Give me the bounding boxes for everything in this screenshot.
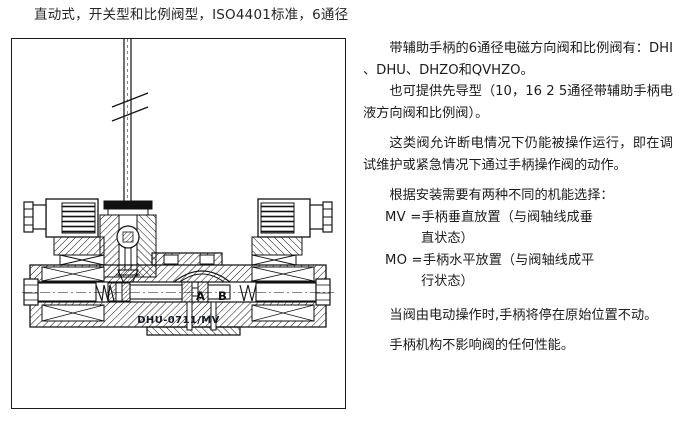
figure-caption: DHU-0711/MV <box>137 315 220 326</box>
paragraph-4: 根据安装需要有两种不同的机能选择： <box>389 188 614 203</box>
right-spring-endcap <box>239 278 331 306</box>
definition-term-mo: MO = <box>385 252 423 268</box>
definition-row-mo: MO = 手柄水平放置（与阀轴线成平 <box>363 250 673 272</box>
paragraph-spacer <box>363 293 673 305</box>
port-label-a: A <box>196 289 205 303</box>
center-arch <box>173 270 231 283</box>
paragraph-2: 也可提供先导型（10，16 2 5通径带辅助手柄电液方向阀和比例阀）。 <box>363 84 673 121</box>
left-lower-chamber <box>41 304 105 322</box>
left-armature-assembly <box>53 236 105 266</box>
mode-definition-list: MV = 手柄垂直放置（与阀轴线成垂 直状态） MO = 手柄水平放置（与阀轴线… <box>363 207 673 293</box>
figure-drawing-area: A B DHU-0711/MV <box>12 39 345 408</box>
handle-lever <box>111 39 149 204</box>
definition-cont-mv: 直状态） <box>421 231 474 246</box>
valve-cross-section-svg <box>22 39 334 336</box>
definition-body-mo: 手柄水平放置（与阀轴线成平 <box>422 252 595 268</box>
port-passages <box>186 301 217 331</box>
definition-row-mv: MV = 手柄垂直放置（与阀轴线成垂 <box>363 207 673 229</box>
paragraph-5: 当阀由电动操作时,手柄将停在原始位置不动。 <box>389 307 658 323</box>
port-label-b: B <box>218 289 227 303</box>
left-spring-endcap <box>23 278 115 306</box>
paragraph-spacer <box>363 176 673 185</box>
handle-housing-cap <box>103 200 153 216</box>
description-text-column: 带辅助手柄的6通径电磁方向阀和比例阀有：DHI 、DHU、DHZO和QVHZO。… <box>363 38 673 357</box>
paragraph-spacer <box>363 124 673 133</box>
right-armature-assembly <box>251 236 303 266</box>
right-lower-chamber <box>251 304 315 322</box>
definition-body-mv: 手柄垂直放置（与阀轴线成垂 <box>421 209 593 225</box>
left-solenoid-coil <box>23 198 99 238</box>
definition-cont-mo: 行状态） <box>421 274 474 289</box>
page-title: 直动式，开关型和比例阀型，ISO4401标准，6通径 <box>34 7 349 23</box>
right-solenoid-coil <box>257 198 333 238</box>
figure-panel: A B DHU-0711/MV <box>11 38 346 409</box>
paragraph-1: 带辅助手柄的6通径电磁方向阀和比例阀有：DHI 、DHU、DHZO和QVHZO。 <box>363 41 673 78</box>
left-upper-chamber <box>41 266 105 282</box>
paragraph-6: 手柄机构不影响阀的任何性能。 <box>389 338 575 353</box>
paragraph-3: 这类阀允许断电情况下仍能被操作运行，即在调试维护或紧急情况下通过手柄操作阀的动作… <box>363 136 673 173</box>
paragraph-spacer <box>363 326 673 335</box>
right-upper-chamber <box>251 266 315 282</box>
valve-spool <box>107 281 231 303</box>
definition-term-mv: MV = <box>385 209 422 225</box>
